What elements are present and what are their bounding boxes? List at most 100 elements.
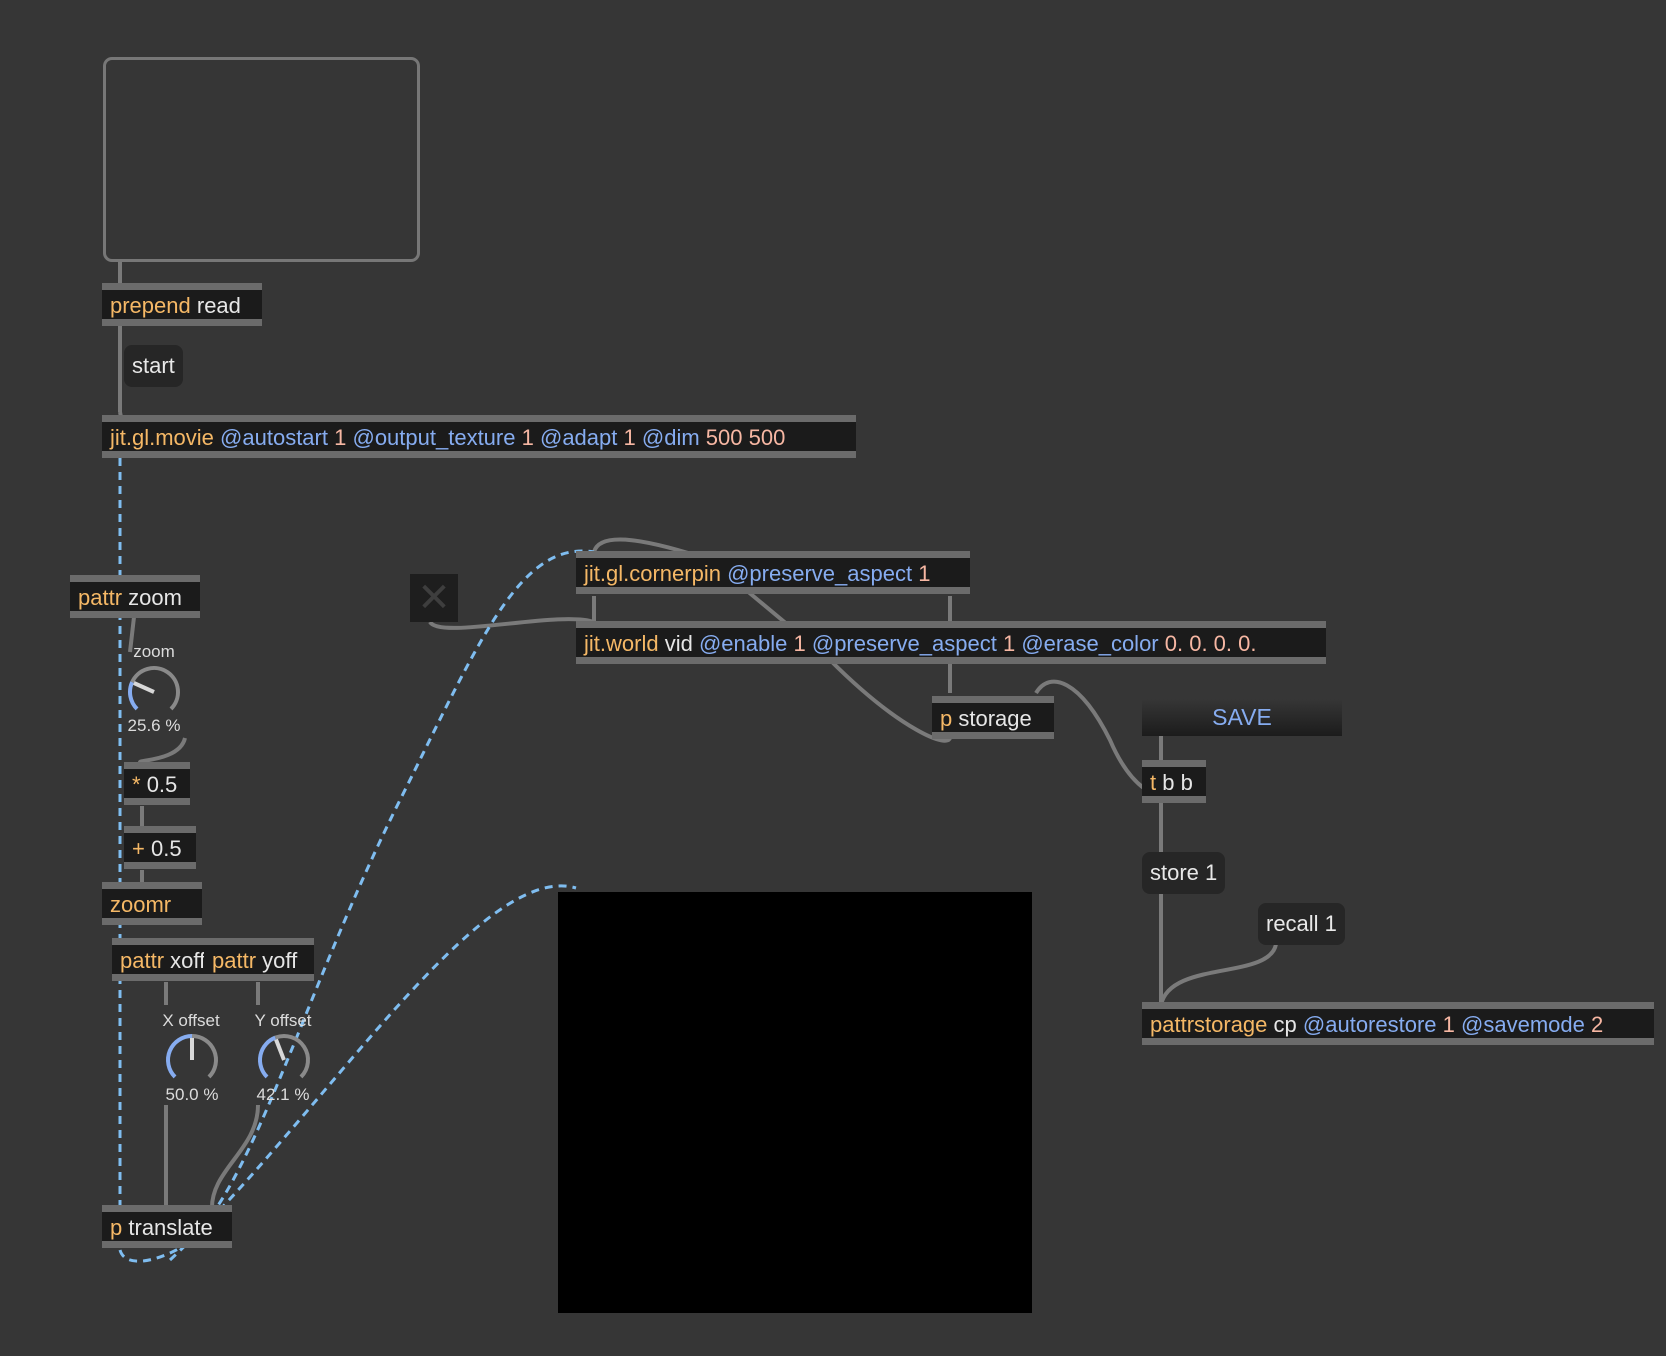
pattr-zoom-object[interactable]: pattr zoom — [70, 575, 200, 618]
attribute-name: @autostart — [220, 425, 328, 450]
dial-fill — [258, 1035, 277, 1079]
inlet[interactable] — [172, 826, 184, 832]
inlet[interactable] — [114, 283, 126, 289]
inlet[interactable] — [166, 762, 178, 768]
inlet[interactable] — [124, 938, 136, 944]
inlet[interactable] — [1154, 760, 1166, 766]
inlet[interactable] — [136, 762, 148, 768]
attribute-value: 1 — [1442, 1012, 1455, 1037]
video-output-display — [558, 892, 1032, 1313]
outlet[interactable] — [1302, 658, 1314, 664]
attribute-name: @output_texture — [352, 425, 516, 450]
jit-world-object[interactable]: jit.world vid @enable 1 @preserve_aspect… — [576, 621, 1326, 664]
attribute-name: @preserve_aspect — [811, 631, 997, 656]
outlet[interactable] — [252, 975, 264, 981]
outlet[interactable] — [114, 919, 126, 925]
attribute-value: 500 500 — [705, 425, 786, 450]
inlet[interactable] — [212, 938, 224, 944]
pattr-xoff-object[interactable]: pattr xoff — [112, 938, 212, 981]
yoffset-dial-value: 42.1 % — [256, 1085, 310, 1104]
outlet[interactable] — [128, 612, 140, 618]
outlet[interactable] — [136, 799, 148, 805]
yoffset-dial-label: Y offset — [254, 1011, 312, 1030]
inlet[interactable] — [1030, 696, 1042, 702]
cord — [209, 1104, 260, 1211]
outlet[interactable] — [832, 452, 844, 458]
xoffset-dial-label: X offset — [162, 1011, 220, 1030]
outlet[interactable] — [114, 320, 126, 326]
attribute-name: @autorestore — [1302, 1012, 1437, 1037]
start-message[interactable]: start — [124, 345, 183, 387]
attribute-name: @savemode — [1461, 1012, 1585, 1037]
dropfile-area[interactable] — [103, 57, 420, 262]
outlet[interactable] — [114, 452, 126, 458]
jit-gl-movie-object[interactable]: jit.gl.movie @autostart 1 @output_textur… — [102, 415, 856, 458]
inlet[interactable] — [206, 1205, 218, 1211]
attribute-name: @enable — [698, 631, 788, 656]
p-storage-object[interactable]: p storage — [932, 696, 1054, 739]
trigger-object[interactable]: t b b — [1142, 760, 1206, 803]
inlet[interactable] — [1154, 1002, 1166, 1008]
dial-fill — [128, 681, 139, 711]
outlet[interactable] — [944, 658, 956, 664]
dial-needle — [274, 1038, 286, 1061]
attribute-name: @adapt — [539, 425, 618, 450]
inlet[interactable] — [136, 882, 148, 888]
zoomr-object[interactable]: zoomr — [102, 882, 202, 925]
outlet[interactable] — [588, 588, 600, 594]
dial-fill — [166, 1034, 193, 1079]
recall-message[interactable]: recall 1 — [1258, 903, 1345, 945]
inlet[interactable] — [82, 575, 94, 581]
inlet[interactable] — [588, 551, 600, 557]
store-message[interactable]: store 1 — [1142, 852, 1226, 894]
zoom-dial[interactable] — [124, 662, 184, 722]
attribute-value: 0. 0. 0. 0. — [1164, 631, 1257, 656]
p-translate-object[interactable]: p translate — [102, 1205, 232, 1248]
attribute-value: 1 — [623, 425, 636, 450]
inlet[interactable] — [158, 882, 170, 888]
add-object[interactable]: + 0.5 — [124, 826, 196, 869]
attribute-value: 1 — [1002, 631, 1016, 656]
multiply-object[interactable]: * 0.5 — [124, 762, 190, 805]
inlet[interactable] — [180, 882, 192, 888]
xoffset-dial-value: 50.0 % — [165, 1085, 219, 1104]
outlet[interactable] — [944, 588, 956, 594]
dial-needle — [133, 681, 155, 694]
dial-track — [191, 1034, 218, 1079]
outlet[interactable] — [1154, 797, 1166, 803]
inlet[interactable] — [136, 826, 148, 832]
xoffset-dial[interactable] — [162, 1030, 222, 1090]
jit-gl-cornerpin-object[interactable]: jit.gl.cornerpin @preserve_aspect 1 — [576, 551, 970, 594]
zoom-dial-label: zoom — [133, 642, 175, 661]
save-button[interactable]: SAVE — [1142, 699, 1342, 736]
pattrstorage-object[interactable]: pattrstorage cp @autorestore 1 @savemode… — [1142, 1002, 1654, 1045]
dial-track — [274, 1034, 310, 1079]
outlet[interactable] — [1182, 797, 1194, 803]
inlet[interactable] — [944, 696, 956, 702]
outlet[interactable] — [160, 975, 172, 981]
attribute-value: 2 — [1591, 1012, 1604, 1037]
toggle-closebox[interactable]: ✕ — [410, 574, 458, 622]
inlet[interactable] — [114, 1205, 126, 1211]
outlet[interactable] — [1154, 1039, 1166, 1045]
inlet[interactable] — [114, 882, 126, 888]
inlet[interactable] — [588, 621, 600, 627]
outlet[interactable] — [944, 733, 956, 739]
outlet[interactable] — [136, 863, 148, 869]
attribute-value: 1 — [793, 631, 806, 656]
dial-track — [130, 666, 180, 711]
yoffset-dial[interactable] — [254, 1030, 314, 1090]
cord — [1159, 943, 1278, 1006]
attribute-value: 1 — [521, 425, 534, 450]
close-icon: ✕ — [417, 576, 451, 620]
attribute-name: @dim — [641, 425, 700, 450]
inlet[interactable] — [114, 415, 126, 421]
inlet[interactable] — [160, 1205, 172, 1211]
zoom-dial-value: 25.6 % — [127, 716, 181, 735]
attribute-value: 1 — [334, 425, 347, 450]
pattr-yoff-object[interactable]: pattr yoff — [204, 938, 314, 981]
outlet[interactable] — [588, 658, 600, 664]
prepend-read-object[interactable]: prepend read — [102, 283, 262, 326]
attribute-name: @erase_color — [1021, 631, 1159, 656]
outlet[interactable] — [114, 1242, 126, 1248]
